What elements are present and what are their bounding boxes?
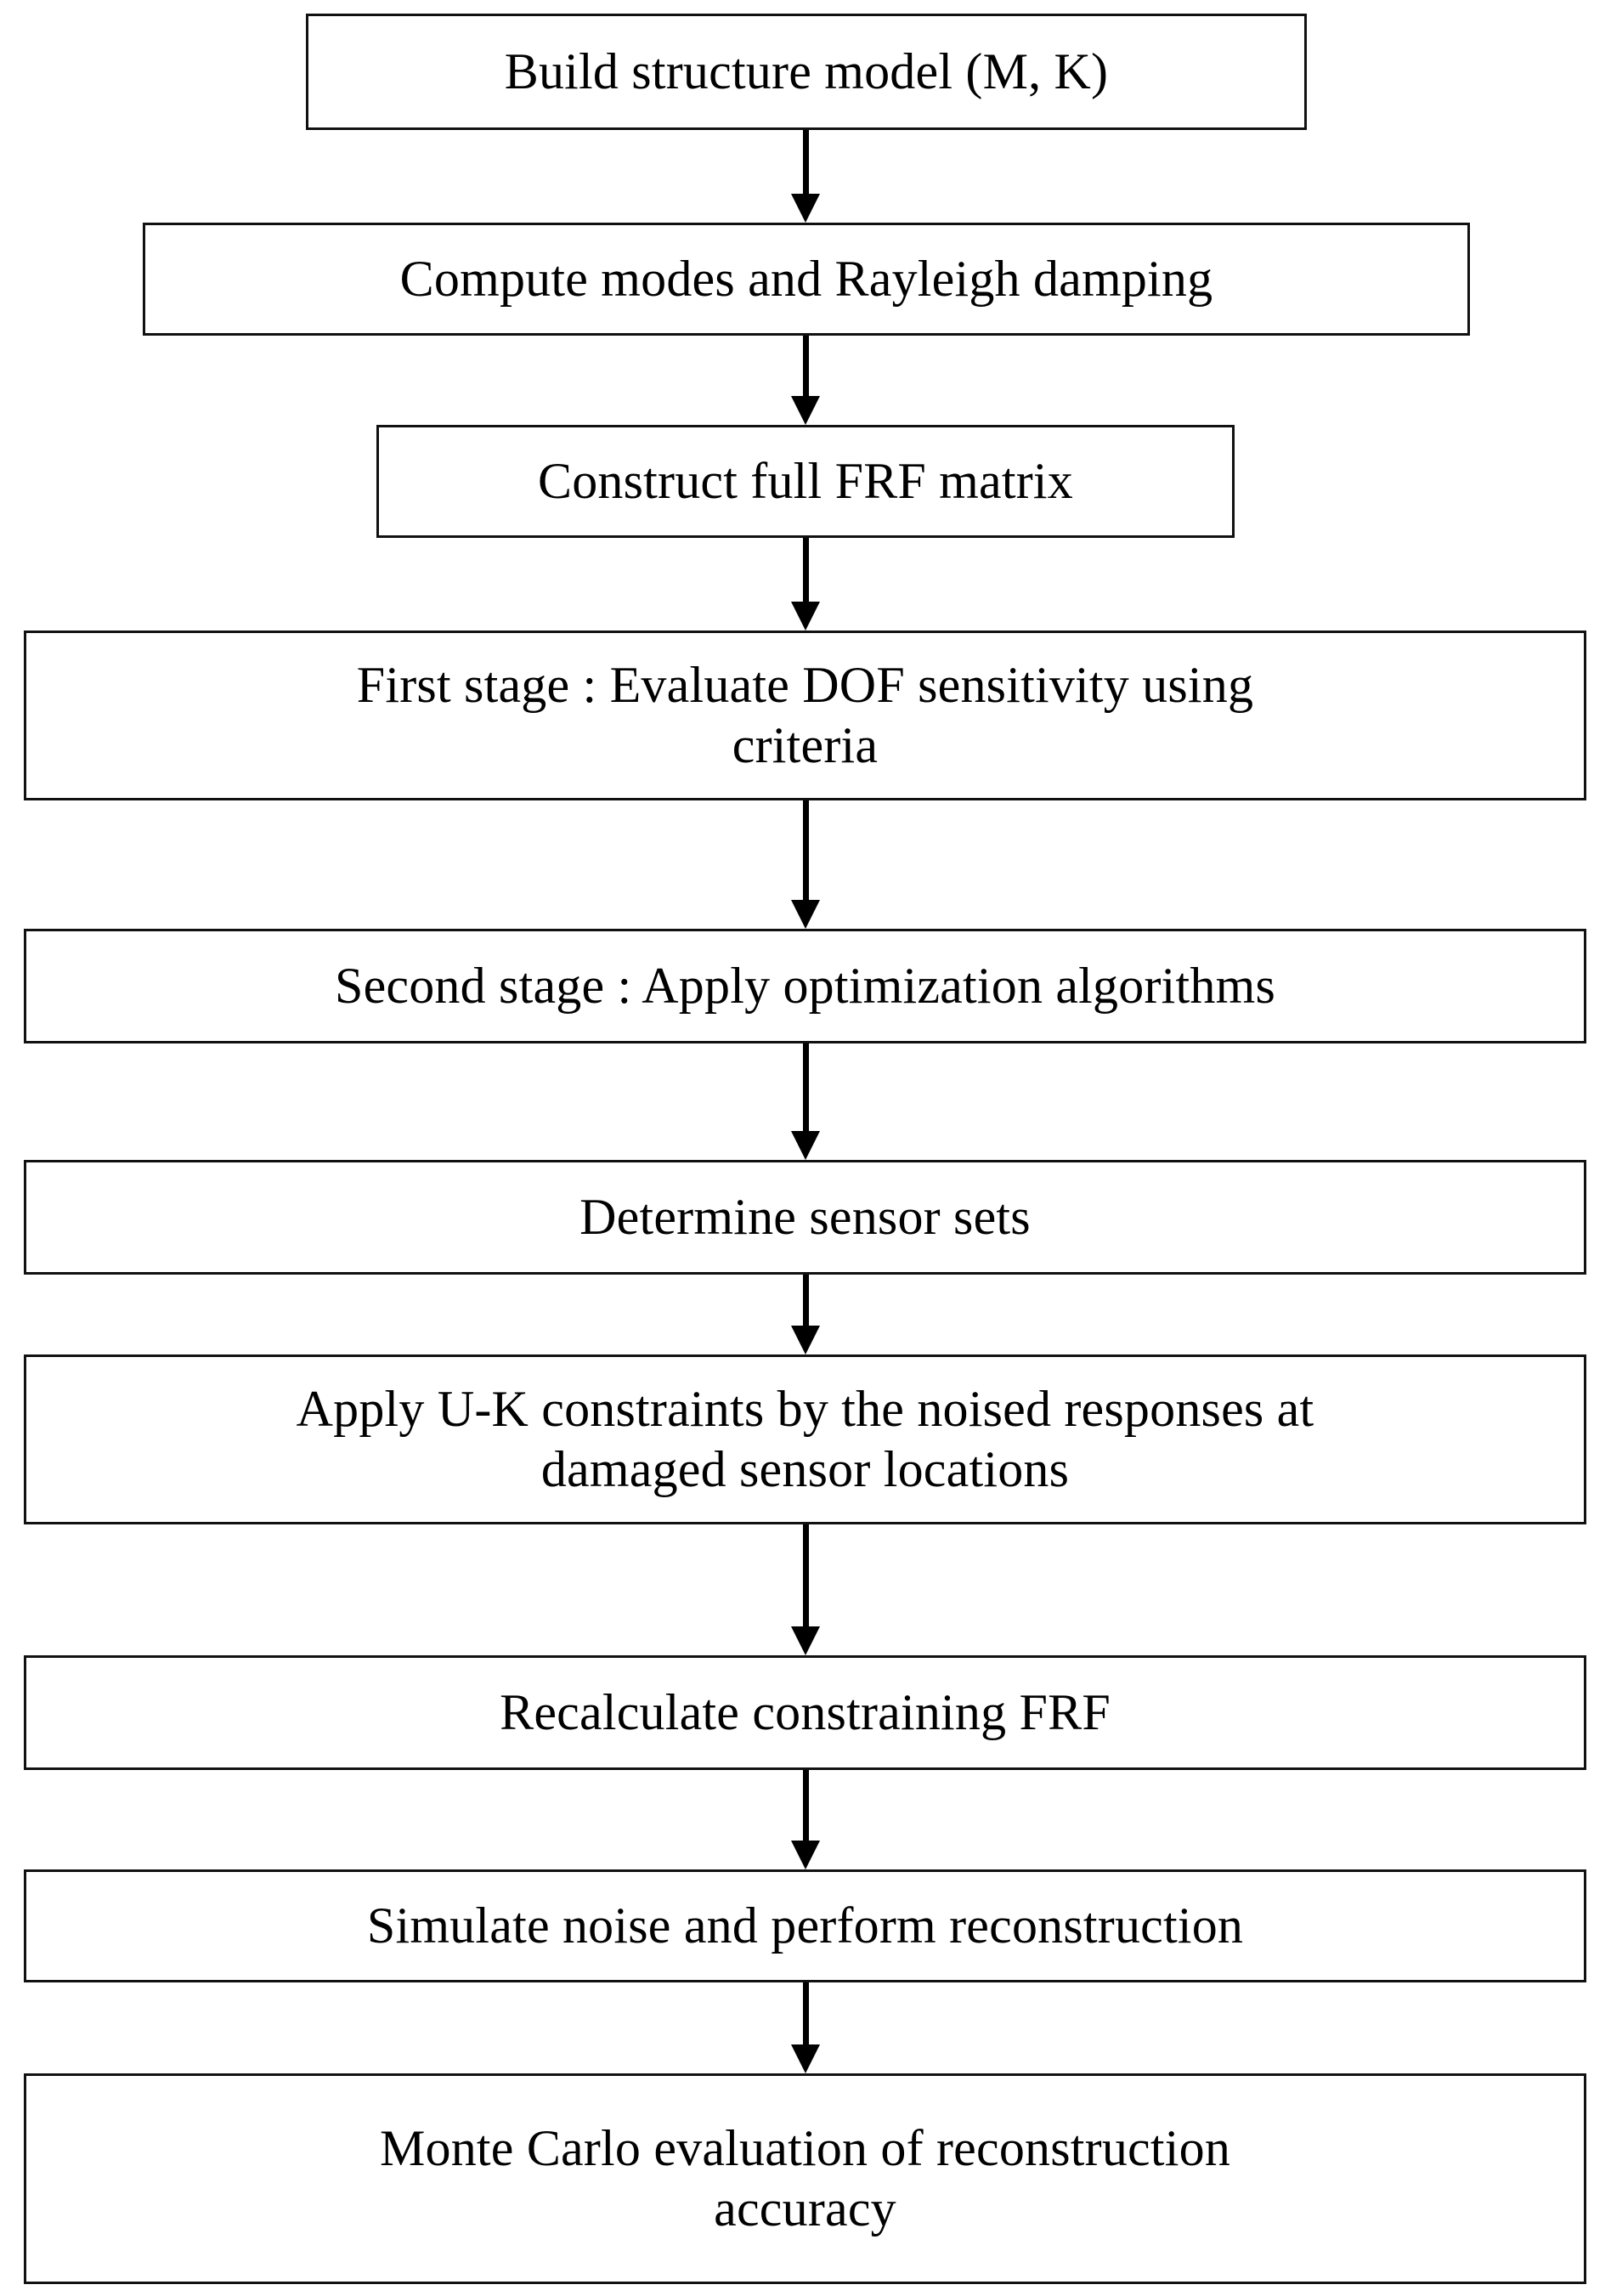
flowchart-node-label: Recalculate constraining FRF <box>500 1684 1111 1741</box>
arrow-stem <box>802 538 809 605</box>
arrow-stem <box>802 130 809 197</box>
flowchart-node-n1: Build structure model (M, K) <box>306 14 1307 130</box>
flowchart-node-label: Simulate noise and perform reconstructio… <box>366 1897 1244 1954</box>
arrow-stem <box>802 1982 809 2048</box>
flowchart-node-label: Compute modes and Rayleigh damping <box>399 251 1213 308</box>
arrow-stem <box>802 336 809 399</box>
arrow-stem <box>802 1043 809 1134</box>
flowchart-node-n9: Simulate noise and perform reconstructio… <box>24 1869 1586 1982</box>
flowchart-node-n2: Compute modes and Rayleigh damping <box>143 223 1470 336</box>
flowchart-node-label: Determine sensor sets <box>579 1189 1031 1246</box>
flowchart-node-label: First stage : Evaluate DOF sensitivity u… <box>356 657 1254 773</box>
flowchart-node-n4: First stage : Evaluate DOF sensitivity u… <box>24 631 1586 800</box>
arrow-head-icon <box>791 602 820 631</box>
flowchart-node-n5: Second stage : Apply optimization algori… <box>24 929 1586 1043</box>
flowchart-node-label: Second stage : Apply optimization algori… <box>335 958 1275 1015</box>
arrow-head-icon <box>791 2044 820 2073</box>
arrow-stem <box>802 1524 809 1630</box>
arrow-head-icon <box>791 900 820 929</box>
arrow-stem <box>802 1770 809 1844</box>
flowchart-node-label: Apply U-K constraints by the noised resp… <box>296 1381 1314 1497</box>
arrow-head-icon <box>791 1326 820 1354</box>
flowchart-node-label: Monte Carlo evaluation of reconstruction… <box>379 2120 1231 2237</box>
arrow-head-icon <box>791 396 820 425</box>
arrow-head-icon <box>791 1626 820 1655</box>
flowchart-node-label: Construct full FRF matrix <box>537 453 1074 510</box>
arrow-head-icon <box>791 194 820 223</box>
arrow-stem <box>802 1275 809 1329</box>
arrow-head-icon <box>791 1131 820 1160</box>
arrow-head-icon <box>791 1841 820 1869</box>
flowchart-node-label: Build structure model (M, K) <box>504 43 1109 100</box>
flowchart-node-n7: Apply U-K constraints by the noised resp… <box>24 1354 1586 1524</box>
flowchart-node-n3: Construct full FRF matrix <box>376 425 1235 538</box>
arrow-stem <box>802 800 809 903</box>
flowchart-node-n10: Monte Carlo evaluation of reconstruction… <box>24 2073 1586 2284</box>
flowchart-node-n6: Determine sensor sets <box>24 1160 1586 1275</box>
flowchart-node-n8: Recalculate constraining FRF <box>24 1655 1586 1770</box>
